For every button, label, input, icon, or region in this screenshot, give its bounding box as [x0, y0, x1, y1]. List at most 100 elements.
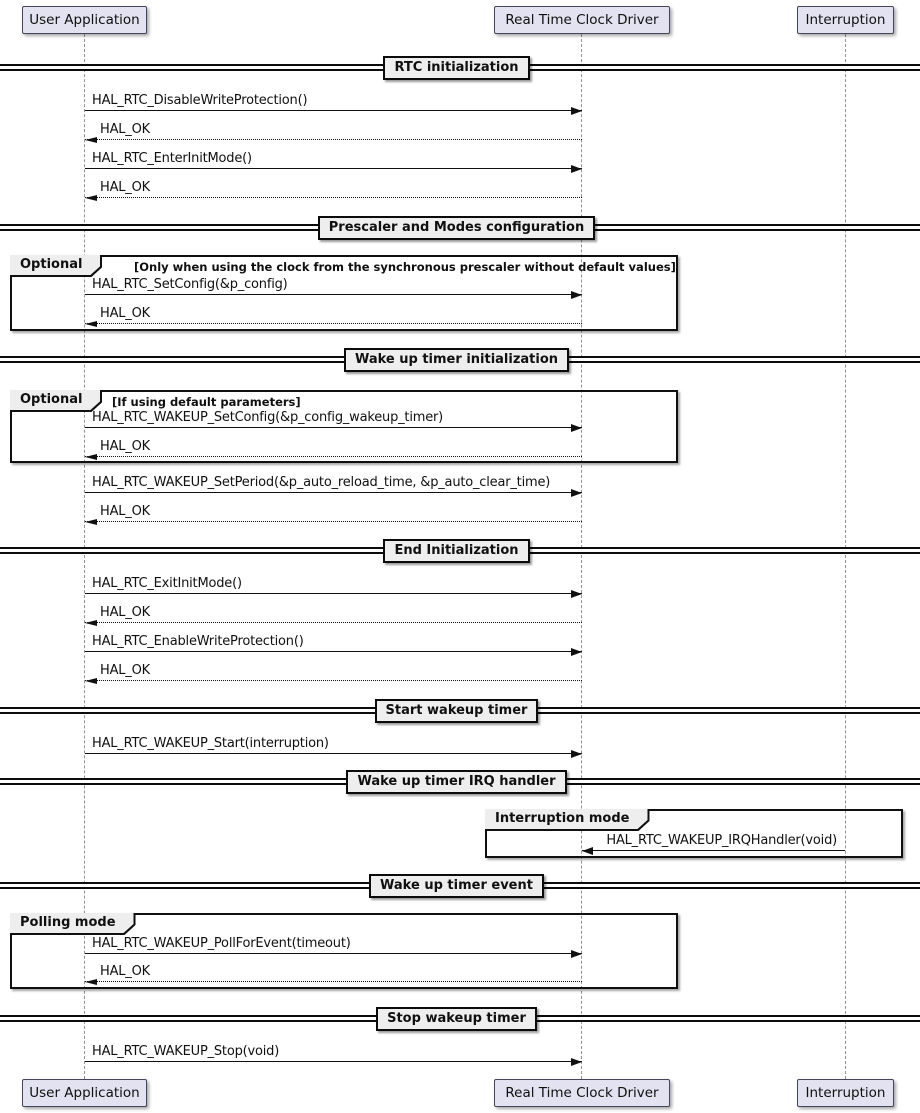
arrowhead [571, 489, 582, 497]
arrowhead [571, 107, 582, 115]
message-label: HAL_RTC_EnableWriteProtection() [92, 634, 304, 649]
group-condition: [Only when using the clock from the sync… [134, 260, 676, 274]
message-line [85, 1058, 582, 1066]
message: HAL_OK [85, 663, 582, 684]
message-line [85, 678, 582, 684]
divider-wake-up-timer-irq-handler: Wake up timer IRQ handler [0, 770, 920, 794]
group-optional-wakeup-config: Optional [If using default parameters] [10, 390, 678, 463]
message: HAL_OK [85, 122, 582, 143]
message-line [582, 847, 845, 855]
participant-real-time-clock-driver-top: Real Time Clock Driver [494, 6, 670, 34]
arrowhead [85, 979, 97, 985]
message: HAL_OK [85, 505, 582, 525]
message-label: HAL_RTC_WAKEUP_SetConfig(&p_config_wakeu… [92, 410, 444, 425]
message-line [85, 620, 582, 626]
divider-label: RTC initialization [383, 56, 530, 80]
message-line [85, 950, 582, 958]
arrowhead [85, 454, 97, 460]
message: HAL_RTC_EnterInitMode() [85, 152, 582, 173]
message-line [85, 424, 582, 432]
participant-interruption-top: Interruption [797, 6, 894, 34]
message-label: HAL_RTC_WAKEUP_Start(interruption) [92, 736, 329, 751]
group-polling-mode: Polling mode [10, 913, 678, 989]
lifeline-interruption [845, 34, 846, 1079]
message-line [85, 321, 582, 327]
arrowhead [85, 137, 97, 143]
message-line [85, 648, 582, 656]
message-label: HAL_OK [100, 663, 150, 678]
message-label: HAL_RTC_DisableWriteProtection() [92, 93, 308, 108]
message: HAL_RTC_WAKEUP_IRQHandler(void) [582, 833, 845, 855]
arrowhead [85, 195, 97, 201]
lifeline-real-time-clock-driver [581, 34, 582, 1079]
arrowhead [582, 847, 593, 855]
group-interruption-mode: Interruption mode [485, 809, 903, 858]
message: HAL_RTC_WAKEUP_Start(interruption) [85, 736, 582, 758]
message: HAL_OK [85, 306, 582, 327]
message-line [85, 979, 582, 985]
message: HAL_OK [85, 440, 582, 460]
message: HAL_RTC_SetConfig(&p_config) [85, 277, 582, 299]
message-label: HAL_OK [100, 122, 150, 137]
message: HAL_RTC_WAKEUP_SetConfig(&p_config_wakeu… [85, 410, 582, 432]
message: HAL_RTC_WAKEUP_PollForEvent(timeout) [85, 936, 582, 958]
message: HAL_RTC_ExitInitMode() [85, 576, 582, 598]
divider-wake-up-timer-event: Wake up timer event [0, 874, 920, 898]
divider-wake-up-timer-initialization: Wake up timer initialization [0, 348, 920, 372]
message-label: HAL_OK [100, 964, 150, 979]
message-label: HAL_RTC_WAKEUP_IRQHandler(void) [606, 833, 837, 848]
message-label: HAL_RTC_SetConfig(&p_config) [92, 277, 288, 292]
message-line [85, 750, 582, 758]
group-tab: Optional [10, 390, 102, 412]
message-label: HAL_RTC_WAKEUP_SetPeriod(&p_auto_reload_… [92, 475, 551, 490]
message-label: HAL_RTC_WAKEUP_PollForEvent(timeout) [92, 936, 351, 951]
divider-label: Stop wakeup timer [376, 1007, 537, 1031]
message-line [85, 454, 582, 460]
divider-start-wakeup-timer: Start wakeup timer [0, 699, 920, 723]
message-label: HAL_RTC_ExitInitMode() [92, 576, 242, 591]
group-tab: Optional [10, 255, 102, 277]
message-line [85, 489, 582, 497]
arrowhead [85, 620, 97, 626]
group-condition: [If using default parameters] [112, 395, 301, 409]
message-label: HAL_OK [100, 180, 150, 195]
message-line [85, 519, 582, 525]
arrowhead [571, 590, 582, 598]
message: HAL_RTC_WAKEUP_Stop(void) [85, 1044, 582, 1066]
message-line [85, 590, 582, 598]
arrowhead [85, 519, 97, 525]
message: HAL_RTC_DisableWriteProtection() [85, 93, 582, 115]
lifeline-user-application [84, 34, 85, 1079]
arrowhead [571, 424, 582, 432]
arrowhead [85, 321, 97, 327]
divider-label: Wake up timer initialization [343, 348, 570, 372]
arrowhead [571, 1058, 582, 1066]
arrowhead [571, 750, 582, 758]
group-optional-prescaler: Optional [Only when using the clock from… [10, 255, 678, 331]
arrowhead [571, 950, 582, 958]
participant-interruption-bottom: Interruption [797, 1079, 894, 1107]
message-line [85, 137, 582, 143]
divider-label: Wake up timer event [369, 874, 544, 898]
participant-user-application-bottom: User Application [22, 1079, 147, 1107]
divider-prescaler-and-modes-configuration: Prescaler and Modes configuration [0, 216, 920, 240]
arrowhead [571, 165, 582, 173]
message-line [85, 291, 582, 299]
arrowhead [571, 291, 582, 299]
message-line [85, 165, 582, 173]
arrowhead [85, 678, 97, 684]
participant-user-application-top: User Application [22, 6, 147, 34]
message: HAL_RTC_EnableWriteProtection() [85, 634, 582, 656]
message: HAL_RTC_WAKEUP_SetPeriod(&p_auto_reload_… [85, 475, 582, 497]
message-label: HAL_OK [100, 306, 150, 321]
group-tab: Interruption mode [485, 809, 650, 831]
divider-label: End Initialization [383, 539, 530, 563]
message-label: HAL_OK [100, 605, 150, 620]
divider-label: Wake up timer IRQ handler [346, 770, 567, 794]
message-line [85, 107, 582, 115]
message-label: HAL_RTC_WAKEUP_Stop(void) [92, 1044, 280, 1059]
message: HAL_OK [85, 964, 582, 985]
participant-real-time-clock-driver-bottom: Real Time Clock Driver [494, 1079, 670, 1107]
arrowhead [571, 648, 582, 656]
